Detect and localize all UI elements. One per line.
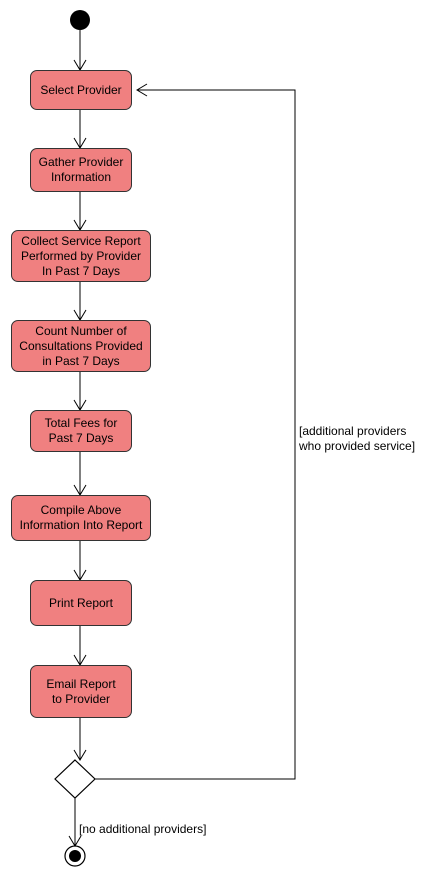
activity-compile-report: Compile Above Information Into Report (11, 495, 151, 541)
activity-gather-provider-information: Gather Provider Information (30, 148, 132, 192)
activity-select-provider: Select Provider (30, 70, 132, 110)
arrowhead (136, 83, 148, 97)
initial-node (70, 10, 90, 30)
guard-exit-label: [no additional providers] (79, 822, 207, 836)
activity-print-report: Print Report (30, 580, 132, 626)
activity-count-consultations: Count Number of Consultations Provided i… (11, 320, 151, 372)
final-node (69, 850, 81, 862)
guard-loop-label: [additional providers who provided servi… (299, 424, 416, 453)
activity-total-fees: Total Fees for Past 7 Days (30, 410, 132, 452)
decision-node (54, 759, 96, 799)
activity-email-report: Email Report to Provider (30, 665, 132, 718)
activity-collect-service-report: Collect Service Report Performed by Prov… (11, 230, 151, 282)
edge-loop-back (95, 89, 296, 780)
arrowhead (73, 749, 87, 761)
